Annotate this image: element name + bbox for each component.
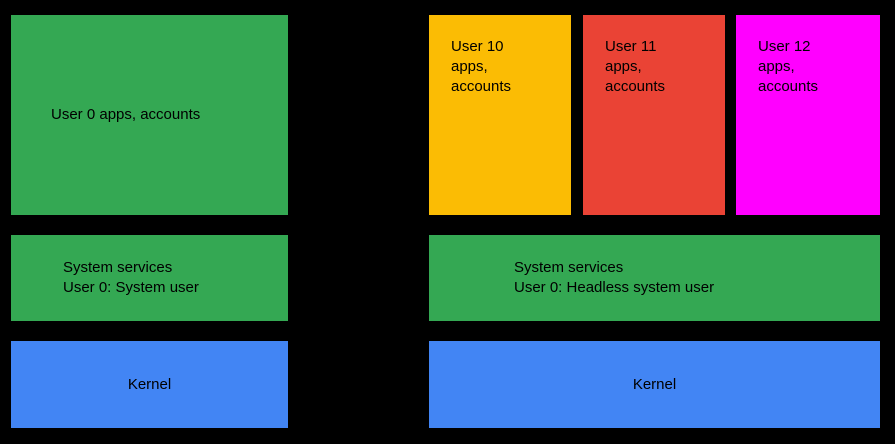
right-user11-apps-box: User 11 apps, accounts — [583, 15, 725, 215]
left-system-services-box: System services User 0: System user — [11, 235, 288, 321]
left-kernel-box: Kernel — [11, 341, 288, 428]
left-user0-apps-label: User 0 apps, accounts — [51, 106, 201, 123]
left-system-services-label: System services User 0: System user — [63, 259, 199, 296]
right-user12-apps-label: User 12 apps, accounts — [758, 38, 819, 95]
right-user12-apps-box: User 12 apps, accounts — [736, 15, 880, 215]
left-user0-apps-box: User 0 apps, accounts — [11, 15, 288, 215]
right-kernel-label: Kernel — [632, 375, 677, 393]
right-system-services-label: System services User 0: Headless system … — [514, 259, 715, 296]
right-user10-apps-box: User 10 apps, accounts — [429, 15, 571, 215]
right-user10-apps-label: User 10 apps, accounts — [451, 38, 512, 95]
left-kernel-label: Kernel — [127, 375, 172, 393]
right-user11-apps-label: User 11 apps, accounts — [605, 38, 666, 95]
right-kernel-box: Kernel — [429, 341, 880, 428]
right-system-services-box: System services User 0: Headless system … — [429, 235, 880, 321]
